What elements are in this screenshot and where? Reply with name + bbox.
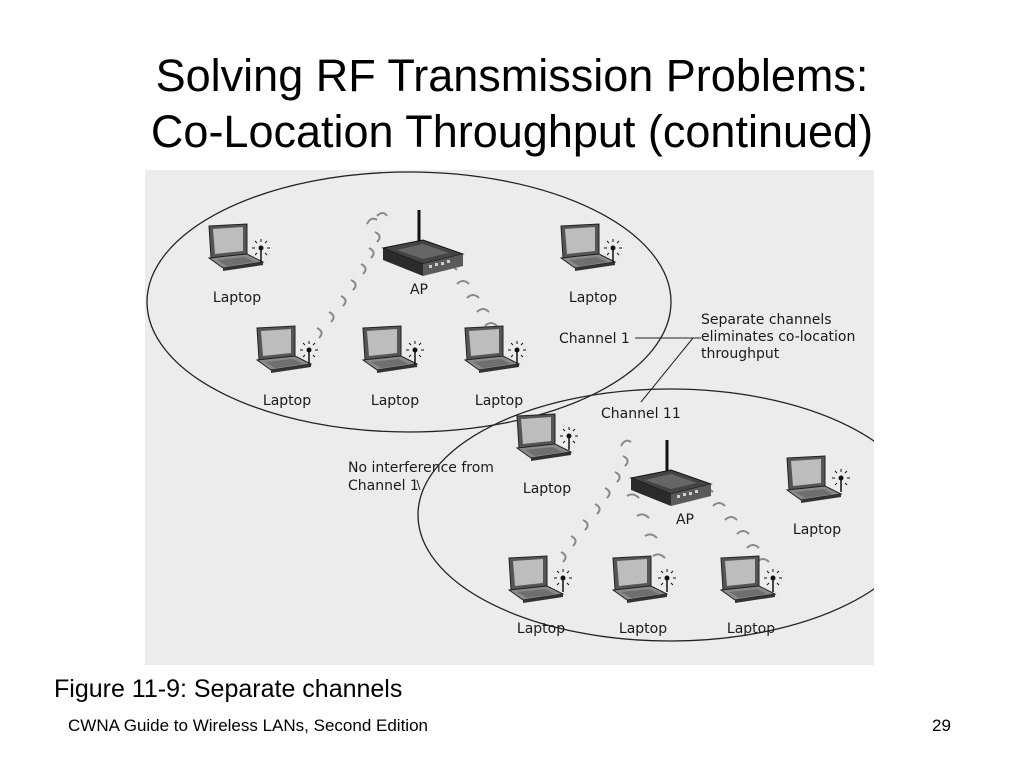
laptop-label: Laptop: [569, 290, 617, 306]
laptop-icon: [612, 555, 668, 604]
note-separate-line2: eliminates co-location: [701, 329, 855, 345]
laptop-label: Laptop: [523, 481, 571, 497]
laptop-label: Laptop: [793, 522, 841, 538]
antenna-icon: [657, 568, 677, 593]
antenna-icon: [831, 468, 851, 493]
laptop-icon: [786, 455, 842, 504]
title-line-1: Solving RF Transmission Problems:: [155, 50, 869, 101]
note-separate-line3: throughput: [701, 346, 780, 362]
footer-text: CWNA Guide to Wireless LANs, Second Edit…: [68, 716, 428, 735]
note-separate-line1: Separate channels: [701, 312, 832, 328]
ap-label: AP: [410, 282, 428, 298]
figure-caption: Figure 11-9: Separate channels: [54, 675, 403, 703]
antenna-icon: [553, 568, 573, 593]
callout-lines: [416, 337, 701, 491]
access-point-icon: [629, 438, 713, 508]
laptop-label: Laptop: [263, 393, 311, 409]
laptop-label: Laptop: [213, 290, 261, 306]
access-point-icon: [381, 208, 465, 278]
channel1-label: Channel 1: [559, 331, 630, 347]
channel11-cell: [417, 388, 874, 642]
title-line-2: Co-Location Throughput (continued): [150, 106, 874, 157]
laptop-label: Laptop: [619, 621, 667, 637]
laptop-label: Laptop: [371, 393, 419, 409]
laptop-icon: [508, 555, 564, 604]
page-number: 29: [932, 716, 951, 735]
slide-title: Solving RF Transmission Problems: Co-Loc…: [0, 48, 1024, 160]
antenna-icon: [763, 568, 783, 593]
note-nointerf-line1: No interference from: [348, 460, 494, 476]
laptop-label: Laptop: [475, 393, 523, 409]
laptop-icon: [720, 555, 776, 604]
laptop-icon: [516, 413, 572, 462]
antenna-icon: [559, 426, 579, 451]
channel11-label: Channel 11: [601, 406, 681, 422]
note-nointerf-line2: Channel 1: [348, 478, 419, 494]
rf-waves-top: [316, 212, 498, 339]
ap-label: AP: [676, 512, 694, 528]
laptop-label: Laptop: [517, 621, 565, 637]
network-diagram: AP AP Laptop Laptop Laptop Laptop Laptop…: [145, 170, 874, 665]
laptop-label: Laptop: [727, 621, 775, 637]
channel1-cell: [146, 171, 672, 433]
